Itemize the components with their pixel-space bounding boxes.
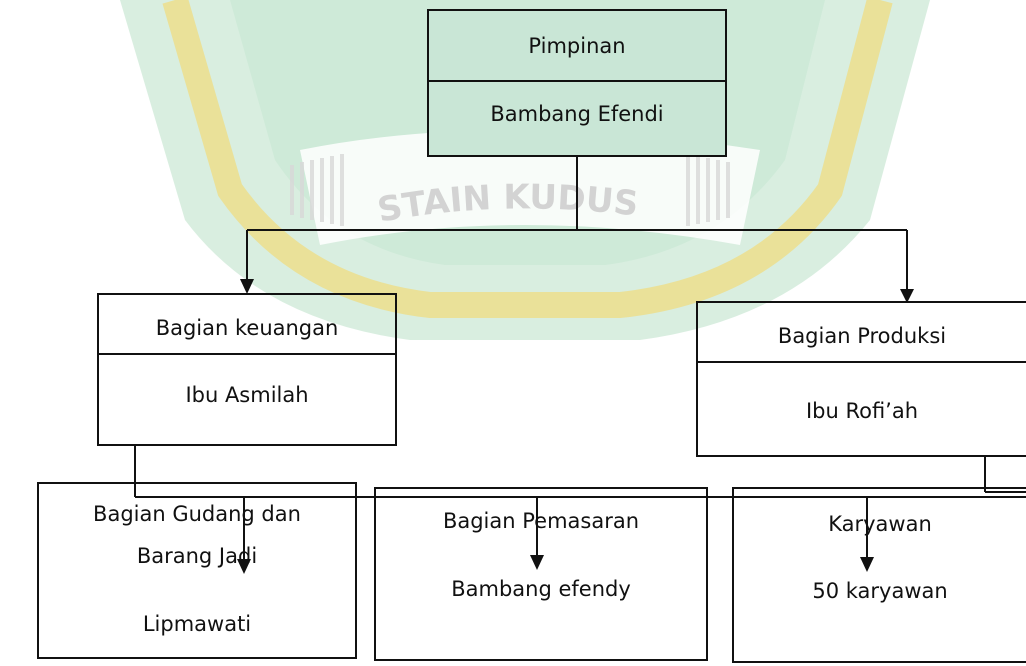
warehouse-role-line2: Barang Jadi bbox=[136, 544, 258, 568]
warehouse-role-line1: Bagian Gudang dan bbox=[93, 502, 301, 526]
leader-divider bbox=[429, 80, 725, 82]
finance-role: Bagian keuangan bbox=[155, 316, 339, 340]
marketing-role: Bagian Pemasaran bbox=[442, 509, 640, 533]
employees-name: 50 karyawan bbox=[812, 579, 948, 603]
finance-name: Ibu Asmilah bbox=[185, 383, 309, 407]
warehouse-name: Lipmawati bbox=[142, 612, 252, 636]
leader-box: Pimpinan Bambang Efendi bbox=[427, 9, 727, 157]
production-name: Ibu Rofi’ah bbox=[805, 399, 919, 423]
employees-role: Karyawan bbox=[828, 512, 932, 536]
production-divider bbox=[698, 361, 1026, 363]
leader-role: Pimpinan bbox=[528, 34, 626, 58]
production-role: Bagian Produksi bbox=[777, 324, 947, 348]
marketing-name: Bambang efendy bbox=[451, 577, 631, 601]
finance-divider bbox=[99, 353, 395, 355]
finance-box: Bagian keuangan Ibu Asmilah bbox=[97, 293, 397, 446]
warehouse-box: Bagian Gudang dan Barang Jadi Lipmawati bbox=[37, 482, 357, 659]
production-box: Bagian Produksi Ibu Rofi’ah bbox=[696, 301, 1026, 457]
leader-name: Bambang Efendi bbox=[490, 102, 664, 126]
employees-box: Karyawan 50 karyawan bbox=[732, 487, 1026, 663]
marketing-box: Bagian Pemasaran Bambang efendy bbox=[374, 487, 708, 661]
